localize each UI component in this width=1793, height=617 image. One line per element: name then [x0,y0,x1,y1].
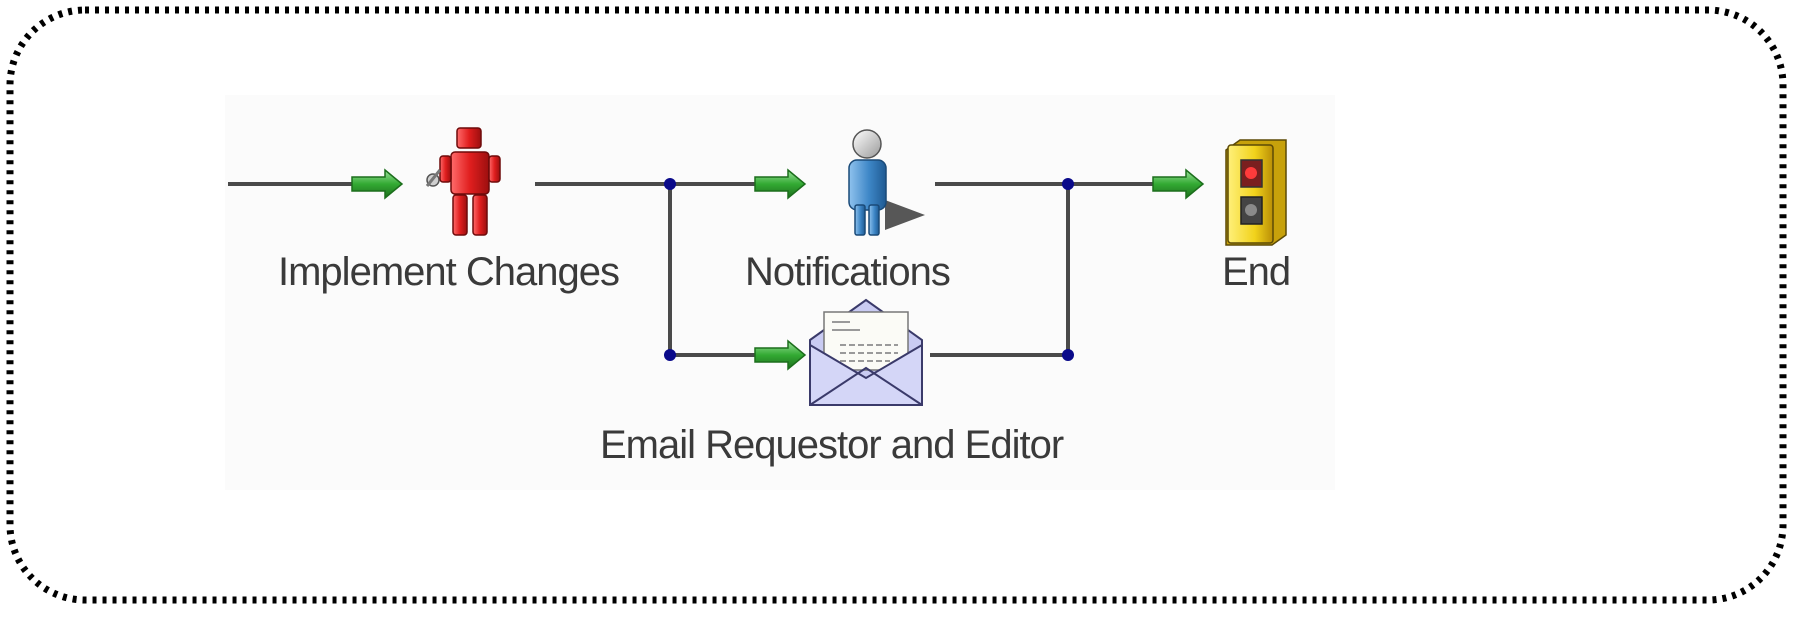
arrow-right-icon [754,168,807,200]
node-label-notifications: Notifications [745,250,951,294]
canvas-background [225,95,1335,490]
node-label-implement-changes: Implement Changes [278,250,620,294]
flow-arrows [351,168,1205,371]
junction-dot [664,349,676,361]
junction-dot [664,178,676,190]
junction-dots [664,178,1074,361]
email-envelope-icon[interactable] [809,298,923,406]
robot-icon[interactable] [425,127,501,236]
arrow-right-icon [351,168,404,200]
node-label-end: End [1222,250,1291,294]
junction-dot [1062,349,1074,361]
person-icon[interactable] [848,129,925,236]
arrow-right-icon [754,339,807,371]
dotted-frame [6,6,1787,604]
arrow-right-icon [1152,168,1205,200]
node-label-email-requestor-and-editor: Email Requestor and Editor [600,423,1064,467]
junction-dot [1062,178,1074,190]
traffic-light-icon[interactable] [1225,139,1287,246]
